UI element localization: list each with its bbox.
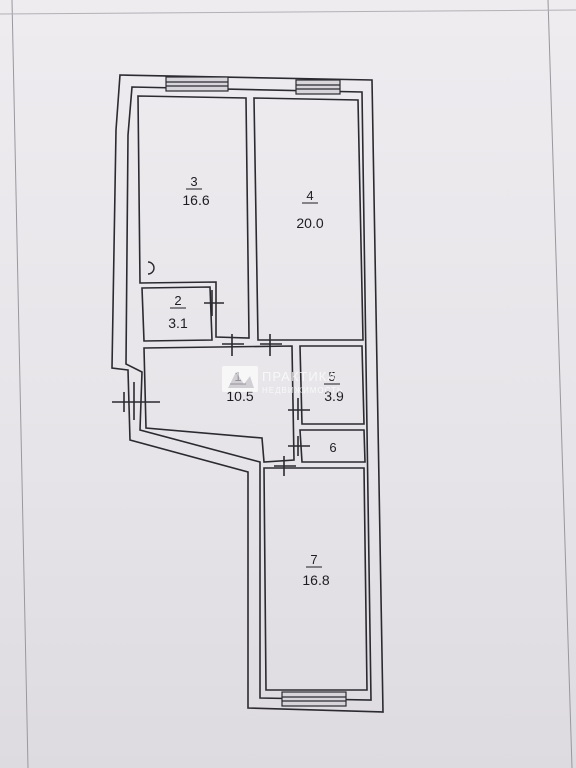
room-7-outline	[263, 467, 368, 691]
room-label-5: 5 3.9	[324, 369, 344, 404]
door-mark-room-2	[204, 290, 224, 316]
room-number: 6	[329, 440, 336, 455]
room-number: 5	[328, 369, 335, 384]
room-number: 4	[306, 188, 313, 203]
door-mark-room-6	[288, 436, 310, 456]
door-mark-room-4	[260, 334, 282, 356]
watermark-logo-icon	[222, 366, 258, 392]
door-mark-room-3	[222, 334, 244, 356]
window-room-3	[165, 76, 229, 92]
window-room-7	[281, 691, 347, 707]
room-4-outline	[253, 97, 364, 341]
room-1-outline	[143, 345, 295, 463]
room-3-outline	[137, 95, 250, 339]
outer-wall-outer	[111, 74, 384, 713]
entrance-door-mark	[112, 382, 160, 420]
room-label-2: 2 3.1	[168, 293, 188, 331]
room-number: 7	[310, 552, 317, 567]
room-6-outline	[299, 429, 366, 463]
room-area: 20.0	[296, 215, 323, 231]
door-mark-room-5	[288, 398, 310, 420]
page-edge-top	[0, 9, 576, 15]
door-mark-room-7	[274, 456, 296, 476]
room-number: 2	[174, 293, 181, 308]
room-area: 16.8	[302, 572, 329, 588]
room-number: 3	[190, 174, 197, 189]
page-edge-left	[11, 0, 29, 768]
room-area: 16.6	[182, 192, 209, 208]
outer-wall-inner	[125, 86, 372, 701]
room-label-4: 4 20.0	[296, 188, 323, 231]
page-edge-right	[547, 0, 573, 768]
room-area: 3.1	[168, 315, 188, 331]
watermark: ПРАКТИКА НЕДВИЖИМОСТЬ	[222, 366, 343, 395]
room-2-outline	[141, 286, 213, 342]
room-label-7: 7 16.8	[302, 552, 329, 588]
watermark-line2: НЕДВИЖИМОСТЬ	[262, 386, 343, 395]
watermark-line1: ПРАКТИКА	[262, 369, 337, 384]
room-5-outline	[299, 345, 365, 425]
room-label-3: 3 16.6	[182, 174, 209, 208]
room-label-6: 6	[329, 440, 336, 455]
room-area: 3.9	[324, 388, 344, 404]
radiator-symbol	[147, 261, 155, 275]
window-room-4	[295, 79, 341, 95]
